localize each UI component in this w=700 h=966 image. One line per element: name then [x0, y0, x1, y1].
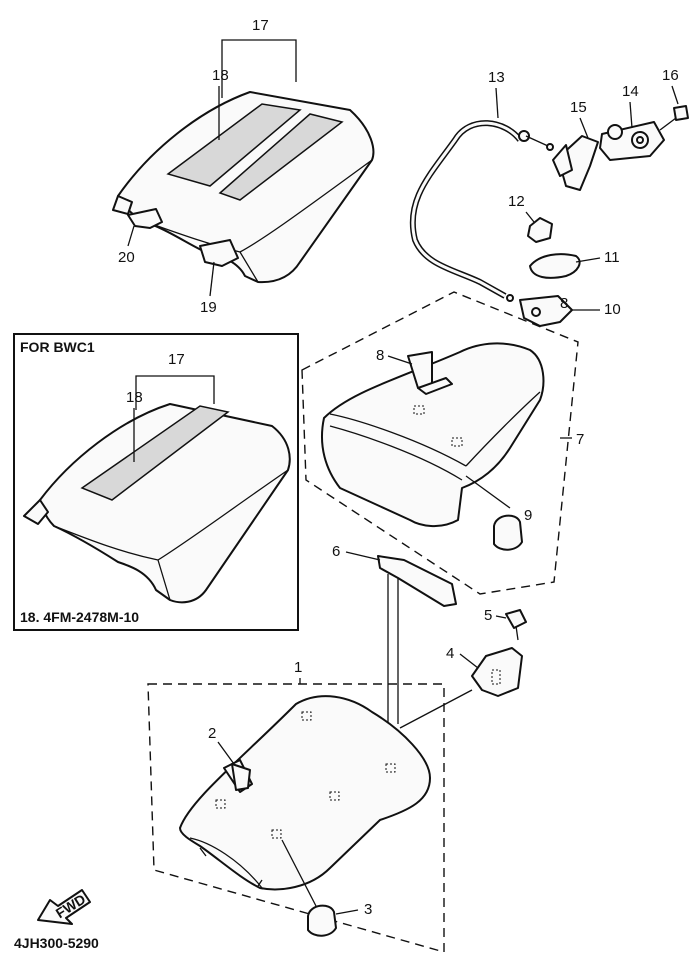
- leader-20: [127, 225, 135, 247]
- callout-9: 9: [524, 507, 532, 524]
- leader-3: [335, 909, 359, 915]
- leader-3-part: [281, 839, 317, 907]
- leader-4-link: [399, 689, 473, 729]
- callout-8a: 8: [376, 347, 384, 364]
- callout-1: 1: [294, 659, 302, 676]
- leader-15: [579, 117, 589, 139]
- callout-17: 17: [252, 17, 269, 34]
- callout-18: 18: [212, 67, 229, 84]
- seat-cowl-17: [112, 91, 375, 284]
- leader-14: [629, 101, 633, 129]
- bolt-16: [659, 105, 689, 131]
- bracket-19: [199, 239, 239, 267]
- fwd-arrow-icon: [37, 889, 91, 925]
- seat-strap-8: [407, 351, 453, 395]
- lock-bracket-15: [552, 135, 599, 191]
- callout-3: 3: [364, 901, 372, 918]
- assembly-box-1: [147, 683, 445, 953]
- callout-5: 5: [484, 607, 492, 624]
- band-6: [377, 555, 457, 724]
- callout-16: 16: [662, 67, 679, 84]
- callout-15: 15: [570, 99, 587, 116]
- callout-8b: 8: [560, 295, 568, 312]
- damper-9: [493, 514, 523, 551]
- inset-seat-cowl: [23, 403, 291, 604]
- leader-19: [209, 261, 215, 297]
- assembly-box-7: [301, 291, 579, 595]
- callout-2: 2: [208, 725, 216, 742]
- hook-10: [519, 295, 573, 327]
- leader-5: [495, 615, 507, 619]
- callout-20: 20: [118, 249, 135, 266]
- callout-10: 10: [604, 301, 621, 318]
- inset-callout-18: 18: [126, 389, 143, 406]
- inset-heading: FOR BWC1: [20, 339, 95, 355]
- callout-14: 14: [622, 83, 639, 100]
- damper-3: [307, 904, 337, 937]
- leader-4: [459, 653, 479, 669]
- leader-13: [495, 87, 499, 119]
- seat-lock-cable-13: [409, 120, 554, 302]
- bolt-5: [505, 609, 527, 641]
- callout-13: 13: [488, 69, 505, 86]
- diagram-code: 4JH300-5290: [14, 935, 99, 951]
- callout-7: 7: [576, 431, 584, 448]
- leader-2: [217, 741, 235, 765]
- leader-17: [221, 39, 297, 98]
- leader-12: [525, 211, 535, 223]
- inset-leader-17: [135, 375, 215, 410]
- callout-4: 4: [446, 645, 454, 662]
- inset-note: 18. 4FM-2478M-10: [20, 609, 139, 625]
- nut-12: [527, 217, 553, 243]
- inset-box: [13, 333, 299, 631]
- callout-19: 19: [200, 299, 217, 316]
- callout-12: 12: [508, 193, 525, 210]
- callout-11: 11: [604, 249, 620, 266]
- seat-strap-2: [223, 759, 253, 793]
- bracket-4: [471, 647, 523, 697]
- bracket-20: [127, 208, 163, 229]
- seat-lock-14: [599, 121, 665, 161]
- plate-11: [529, 253, 581, 279]
- leader-6: [345, 551, 381, 561]
- leader-9-part: [465, 475, 511, 509]
- callout-6: 6: [332, 543, 340, 560]
- leader-11: [575, 257, 601, 263]
- leader-16: [671, 85, 679, 105]
- leader-8a: [387, 355, 413, 365]
- front-seat-1: [179, 695, 431, 891]
- inset-callout-17: 17: [168, 351, 185, 368]
